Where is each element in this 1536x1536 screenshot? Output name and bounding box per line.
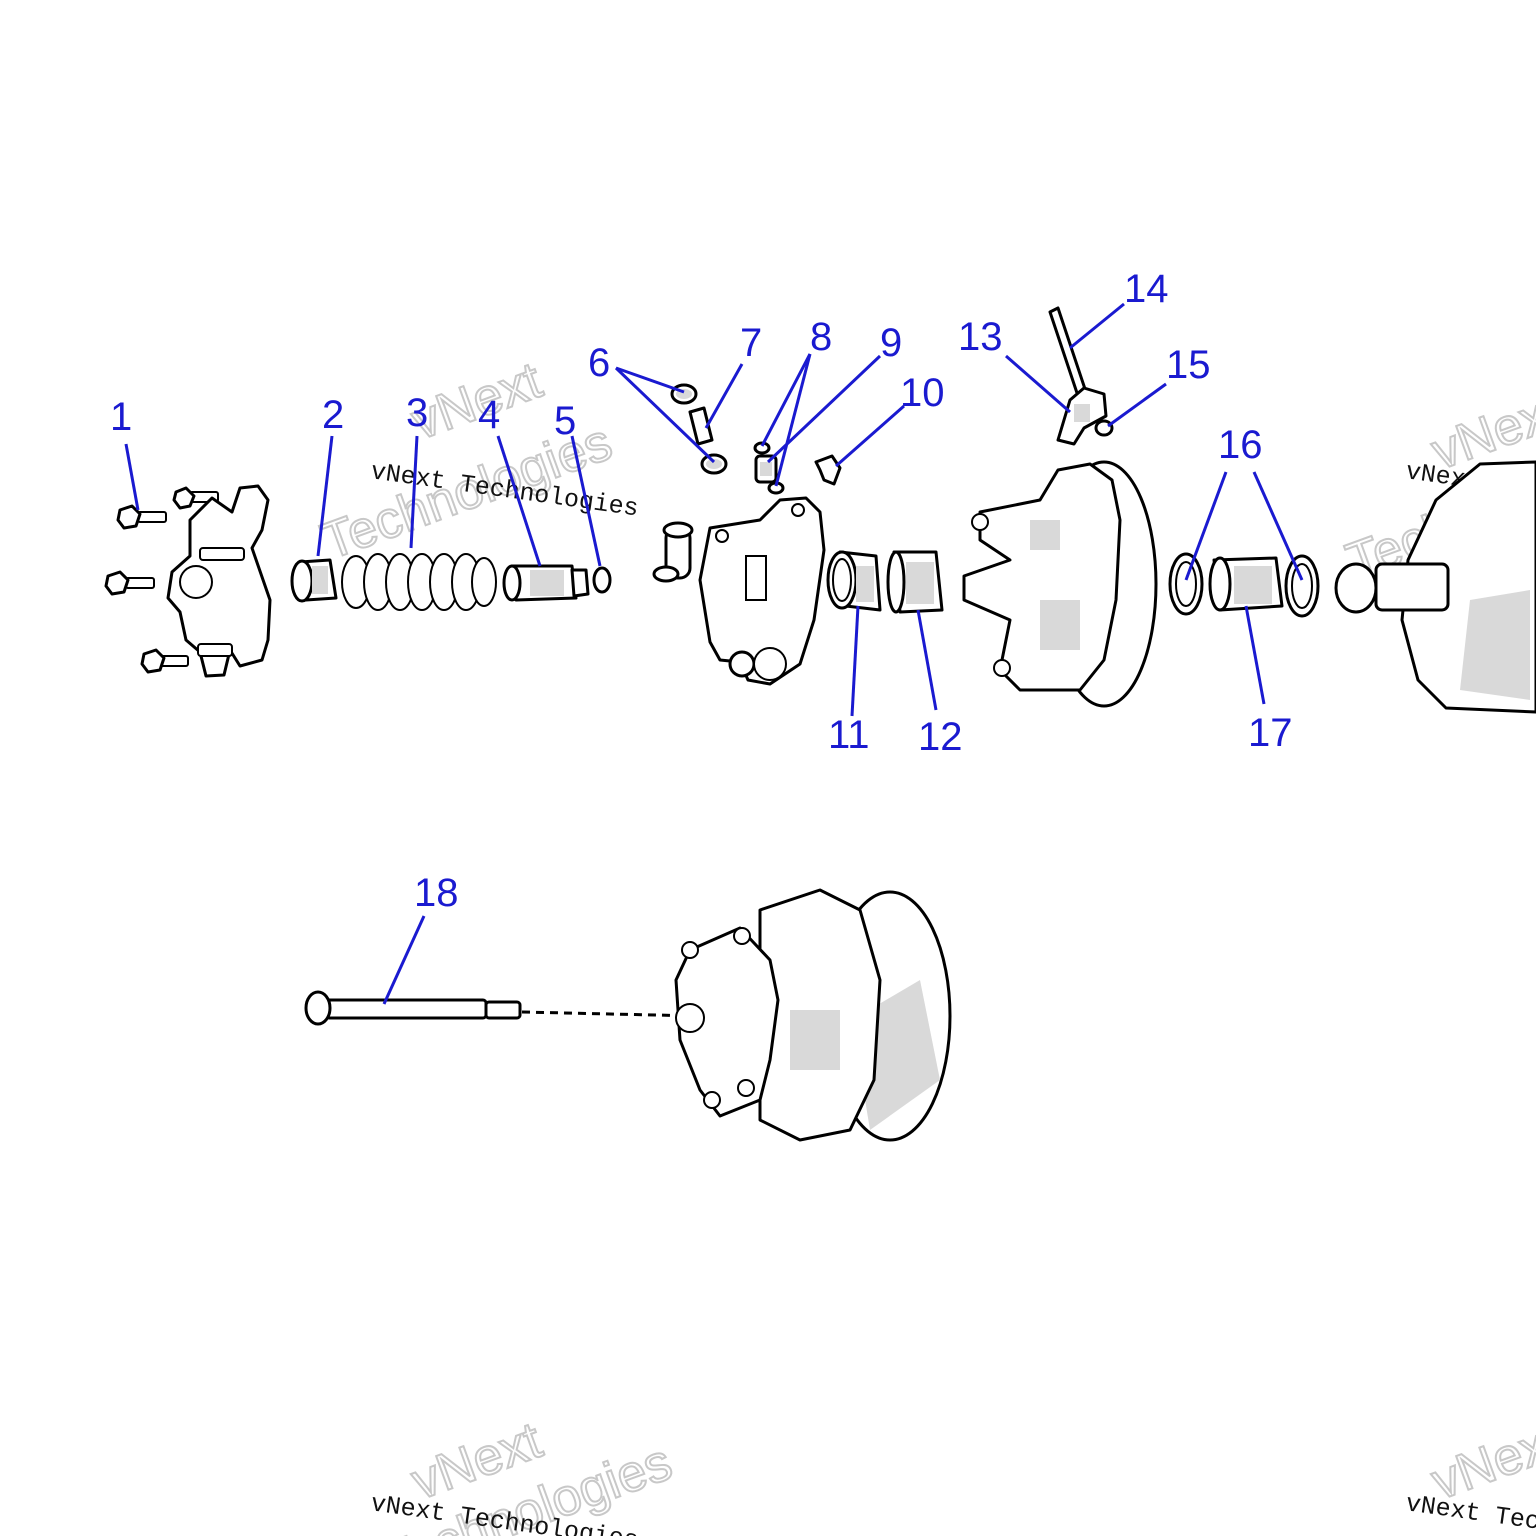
part-roller-assembly: [652, 521, 694, 583]
part-spider-plate: [166, 484, 272, 678]
part-12-bearing: [886, 550, 944, 614]
part-1-bolts: [104, 486, 219, 674]
part-2-bushing: [290, 558, 338, 603]
callout-5: 5: [554, 399, 576, 443]
part-11-bearing: [826, 550, 882, 612]
part-16-seals: [1168, 552, 1320, 618]
callout-3: 3: [406, 391, 428, 435]
callout-11: 11: [828, 713, 870, 757]
callout-9: 9: [880, 321, 902, 365]
callout-13: 13: [958, 315, 1003, 359]
callout-14: 14: [1124, 267, 1169, 311]
callout-1: 1: [110, 395, 132, 439]
callout-4: 4: [478, 393, 500, 437]
callout-12: 12: [918, 715, 963, 759]
part-17-spacer: [1208, 556, 1284, 612]
callout-2: 2: [322, 393, 344, 437]
callout-6: 6: [588, 341, 610, 385]
callout-10: 10: [900, 371, 945, 415]
callout-labels: 1 2 3 4 5 6 7 8 9 10 11 12 13 14 15 16 1…: [110, 267, 1293, 915]
part-13-weight: [1056, 386, 1108, 446]
part-7-pin: [688, 406, 714, 446]
assembled-clutch: [674, 888, 952, 1142]
part-cover-housing: [698, 496, 826, 686]
callout-18: 18: [414, 871, 459, 915]
part-10-clip: [814, 454, 842, 486]
part-moveable-sheave: [962, 460, 1158, 708]
callout-8: 8: [810, 315, 832, 359]
callout-16: 16: [1218, 423, 1263, 467]
part-18-bolt: [304, 990, 701, 1026]
part-4-sleeve: [502, 564, 590, 602]
part-9-roller: [754, 454, 778, 484]
callout-7: 7: [740, 321, 762, 365]
leader-lines: [124, 302, 1304, 1005]
part-14-pin: [1048, 306, 1088, 398]
callout-15: 15: [1166, 343, 1211, 387]
part-fixed-sheave: [1334, 460, 1536, 714]
bolt-insertion-path: [521, 1010, 701, 1018]
part-5-o-ring: [592, 566, 612, 594]
part-3-spring: [341, 553, 497, 611]
callout-17: 17: [1248, 711, 1293, 755]
